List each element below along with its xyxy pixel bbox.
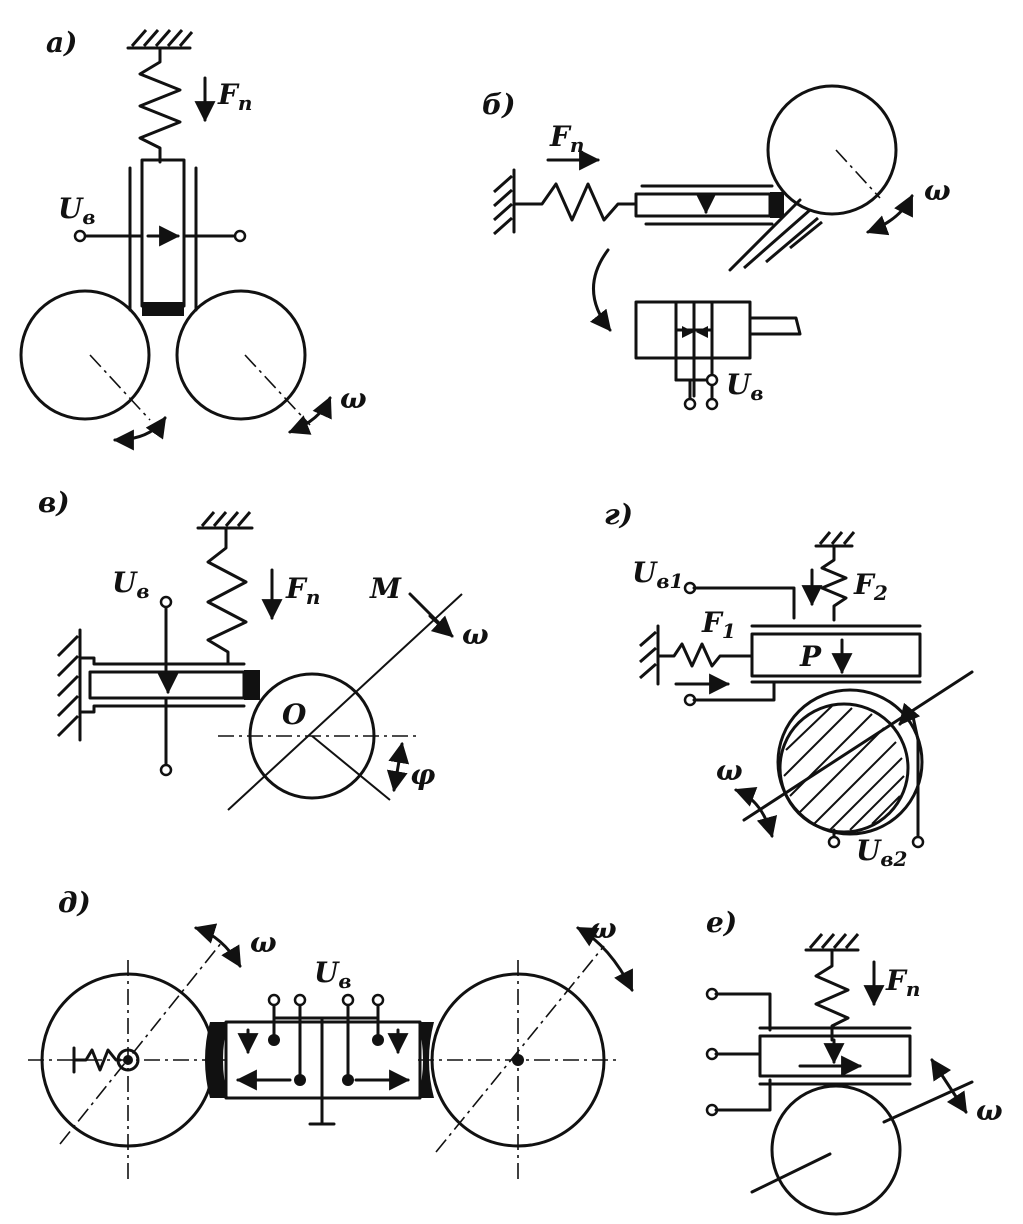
panel-g-terminal-u2a: [827, 835, 841, 849]
panel-d-spring: [72, 1046, 122, 1074]
panel-e-force-label: Fn: [885, 964, 920, 1001]
panel-a-ground: [126, 29, 194, 50]
panel-v-voltage-label: Uв: [112, 566, 150, 603]
panel-e-piezo-element: [758, 1034, 912, 1078]
panel-d: д) ω ω: [28, 886, 634, 1180]
panel-b: б) Fn ω: [482, 84, 951, 411]
panel-a: а) Fn Uв ω: [19, 26, 367, 451]
panel-b-tag: б): [482, 88, 515, 121]
panel-e-omega-label: ω: [976, 1094, 1003, 1127]
panel-b-wedge: [728, 198, 802, 272]
panel-b-voltage-label: Uв: [726, 368, 764, 405]
panel-b-terminal-3: [705, 373, 719, 387]
panel-a-terminal-right: [233, 229, 247, 243]
panel-a-omega-label: ω: [340, 382, 367, 415]
panel-g-rotor-hatch: [783, 705, 905, 831]
panel-d-omega-left-label: ω: [250, 926, 277, 959]
panel-d-voltage-label: Uв: [314, 956, 352, 993]
panel-g: г) F2 Uв1 P F1: [604, 498, 974, 871]
panel-g-spring: [820, 544, 848, 622]
panel-a-spring: [138, 46, 182, 164]
panel-v-force-label: Fn: [285, 572, 320, 609]
panel-b-force-label: Fn: [549, 120, 584, 157]
panel-g-piezo-element: [750, 632, 922, 678]
panel-e-rotor: [770, 1084, 902, 1216]
panel-a-rotor-right: [175, 289, 307, 421]
panel-g-outer-ring: [776, 688, 924, 836]
panel-d-terminal-3: [341, 993, 355, 1007]
panel-g-omega-label: ω: [716, 754, 743, 787]
panel-v-angle-label: φ: [410, 758, 436, 791]
panel-a-force-label: Fn: [217, 78, 252, 115]
panel-b-friction-pad: [770, 192, 784, 218]
panel-g-rotor: [778, 702, 910, 834]
panel-d-terminal-2: [293, 993, 307, 1007]
panel-g-tag: г): [604, 498, 633, 531]
panel-b-rotor: [766, 84, 898, 216]
panel-v-spring: [206, 526, 248, 666]
panel-v-friction-pad: [244, 670, 260, 700]
panel-d-tag: д): [58, 886, 91, 919]
panel-a-friction-pad: [142, 302, 184, 316]
panel-v-terminal-top: [159, 595, 173, 609]
panel-g-terminal-u2b: [911, 835, 925, 849]
panel-v-moment-label: M: [369, 572, 402, 605]
panel-b-terminal-2: [705, 397, 719, 411]
panel-e: е) Fn ω: [705, 906, 1003, 1216]
panel-a-terminal-left: [73, 229, 87, 243]
panel-g-f2-label: F2: [853, 568, 888, 605]
panel-b-terminal-1: [683, 397, 697, 411]
panel-a-voltage-label: Uв: [58, 192, 96, 229]
panel-e-spring: [814, 948, 850, 1042]
panel-b-spring: [512, 182, 638, 222]
panel-b-detail-arrow: [589, 248, 612, 332]
panel-g-f1-label: F1: [701, 606, 736, 643]
panel-d-omega-right-label: ω: [590, 912, 617, 945]
panel-g-u2-label: Uв2: [856, 834, 908, 871]
panel-v-center-label: O: [282, 698, 307, 731]
panel-d-terminal-1: [267, 993, 281, 1007]
panel-b-omega-label: ω: [924, 174, 951, 207]
panel-v: в) Fn Uв O M: [38, 486, 489, 811]
panel-d-pad-right: [418, 1022, 434, 1098]
panel-d-pad-left: [205, 1022, 228, 1098]
panel-d-terminal-4: [371, 993, 385, 1007]
panel-e-tag: е): [706, 906, 737, 939]
panel-v-omega-label: ω: [462, 618, 489, 651]
panel-b-piezo-element: [634, 192, 772, 218]
panel-v-angle-arrow: [386, 741, 410, 793]
panel-v-tag: в): [38, 486, 70, 519]
panel-g-u1-label: Uв1: [632, 556, 683, 593]
panel-a-rotor-left: [19, 289, 151, 421]
panel-a-piezo-element: [140, 158, 186, 308]
panel-a-tag: а): [46, 26, 77, 59]
panel-v-terminal-bottom: [159, 763, 173, 777]
panel-g-pressure-label: P: [799, 640, 822, 673]
panel-g-f1-spring: [656, 642, 754, 668]
